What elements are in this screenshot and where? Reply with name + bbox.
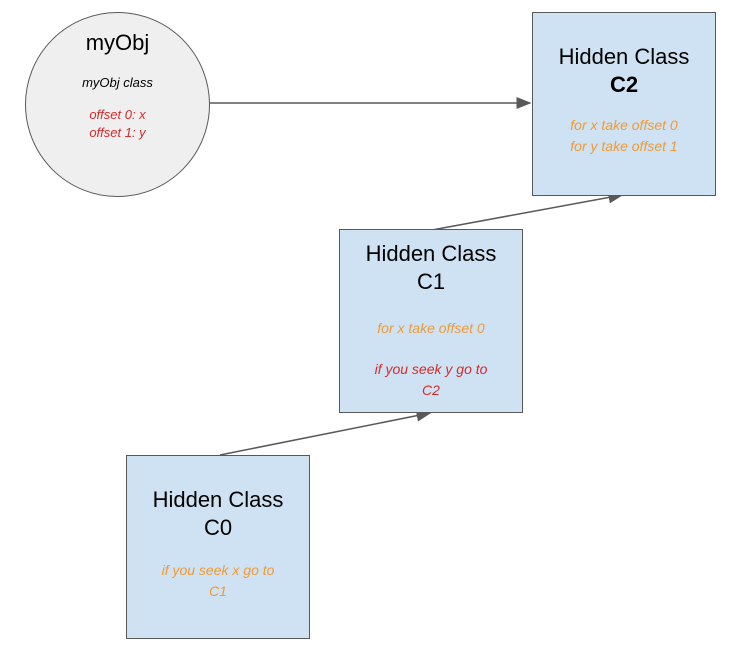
c1-note-2-line2: C2	[422, 382, 440, 398]
c1-title-line1: Hidden Class	[365, 241, 497, 266]
c0-title-line1: Hidden Class	[152, 487, 284, 512]
c2-title-line2: C2	[609, 72, 639, 97]
arrow-c1-to-c2	[431, 191, 624, 231]
myobj-node[interactable]: myObj myObj class offset 0: x offset 1: …	[25, 12, 210, 197]
c2-title-line1: Hidden Class	[558, 44, 690, 69]
c1-note-1: for x take offset 0	[377, 320, 485, 336]
c2-note-0: for x take offset 0	[570, 117, 678, 133]
hidden-class-c1-node[interactable]: Hidden Class C1 for x take offset 0 if y…	[339, 229, 523, 413]
c0-note-line2: C1	[209, 583, 227, 599]
c0-title-line2: C0	[203, 515, 233, 540]
myobj-title: myObj	[85, 30, 150, 55]
hidden-class-c2-node[interactable]: Hidden Class C2 for x take offset 0 for …	[532, 12, 716, 196]
c0-note-line1: if you seek x go to	[161, 562, 275, 578]
myobj-offset-1: offset 1: y	[89, 125, 146, 140]
myobj-subtitle: myObj class	[82, 75, 153, 90]
c2-note-1: for y take offset 1	[570, 138, 678, 154]
myobj-offset-0: offset 0: x	[89, 107, 146, 122]
hidden-class-c0-node[interactable]: Hidden Class C0 if you seek x go to C1	[126, 455, 310, 639]
arrow-c0-to-c1	[219, 409, 432, 456]
c1-note-2-line1: if you seek y go to	[374, 361, 488, 377]
c1-title-line2: C1	[416, 269, 446, 294]
